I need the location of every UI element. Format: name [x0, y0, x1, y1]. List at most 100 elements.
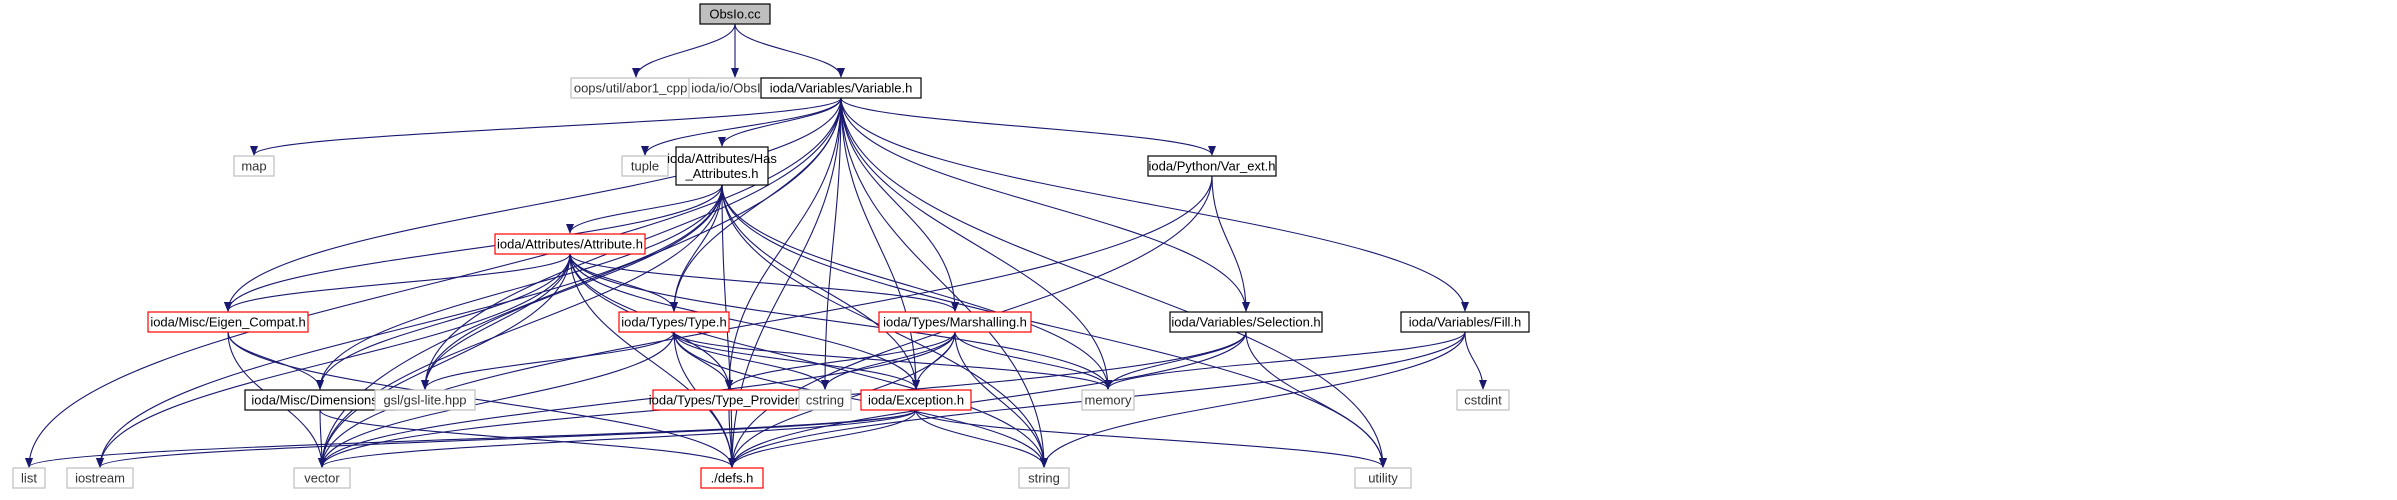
edge-attribute_h-to-type_h	[569, 253, 678, 312]
node-label: ioda/Misc/Dimensions.h	[251, 393, 388, 408]
node-label: ioda/Attributes/Has	[667, 151, 777, 166]
edge-fill-to-string	[1040, 331, 1466, 468]
edge-eigen-to-defs	[227, 331, 736, 468]
node-label: ioda/Attributes/Attribute.h	[497, 237, 643, 252]
node-eigen[interactable]: ioda/Misc/Eigen_Compat.h	[147, 311, 309, 333]
node-box	[147, 311, 309, 333]
node-label: ./defs.h	[711, 471, 754, 486]
node-type-h[interactable]: ioda/Types/Type.h	[618, 311, 730, 333]
edge-marshalling-to-memory	[954, 331, 1112, 390]
node-box	[621, 155, 669, 177]
node-selection[interactable]: ioda/Variables/Selection.h	[1169, 311, 1323, 333]
node-variable-h[interactable]: ioda/Variables/Variable.h	[760, 77, 922, 99]
node-label: oops/util/abor1_cpp.h	[574, 81, 698, 96]
edge-var_ext-to-vector	[318, 175, 1213, 468]
node-fill[interactable]: ioda/Variables/Fill.h	[1400, 311, 1530, 333]
edge-variable_h-to-fill	[840, 97, 1469, 312]
node-gsl: gsl/gsl-lite.hpp	[374, 389, 476, 411]
edge-fill-to-memory	[1104, 331, 1466, 390]
node-box	[1169, 311, 1323, 333]
node-label: ioda/Types/Marshalling.h	[883, 315, 1027, 330]
node-dimensions[interactable]: ioda/Misc/Dimensions.h	[244, 389, 396, 411]
node-box	[700, 467, 764, 489]
node-has-attr[interactable]: ioda/Attributes/Has_Attributes.h	[667, 146, 777, 186]
edge-has_attr-to-gsl	[421, 184, 723, 390]
edge-has_attr-to-memory	[721, 184, 1112, 390]
edge-variable_h-to-type_h	[670, 97, 842, 312]
node-box	[1147, 155, 1277, 177]
node-label: ioda/Python/Var_ext.h	[1149, 159, 1276, 174]
node-obsio-h: ioda/io/ObsIo.h	[688, 77, 782, 99]
edge-exception-to-defs	[728, 409, 917, 468]
node-box	[1018, 467, 1070, 489]
edge-type_h-to-exception	[673, 331, 920, 390]
edge-has_attr-to-eigen	[224, 184, 723, 312]
edge-attribute_h-to-iostream	[96, 253, 571, 468]
node-label: iostream	[75, 471, 125, 486]
edge-marshalling-to-vector	[318, 331, 956, 468]
edge-variable_h-to-list	[25, 97, 842, 468]
node-var-ext[interactable]: ioda/Python/Var_ext.h	[1147, 155, 1277, 177]
edge-has_attr-to-iostream	[96, 184, 723, 468]
node-label: vector	[304, 471, 340, 486]
node-label: ioda/Variables/Selection.h	[1171, 315, 1320, 330]
node-label: _Attributes.h	[685, 166, 759, 181]
node-cstring: cstring	[798, 389, 852, 411]
edge-type_h-to-cstring	[673, 331, 829, 390]
edge-marshalling-to-string	[954, 331, 1048, 468]
node-label: ioda/Exception.h	[868, 393, 964, 408]
edge-exception-to-utility	[915, 409, 1387, 468]
edge-variable_h-to-string	[840, 97, 1048, 468]
node-type-provider[interactable]: ioda/Types/Type_Provider.h	[649, 389, 809, 411]
node-box	[760, 77, 922, 99]
edge-variable_h-to-eigen	[224, 97, 842, 312]
node-label: cstring	[806, 393, 844, 408]
node-memory: memory	[1081, 389, 1135, 411]
edge-obsio_cc-to-variable_h	[734, 23, 845, 78]
edge-type_h-to-string	[673, 331, 1048, 468]
edge-dimensions-to-defs	[319, 409, 736, 468]
node-label: ioda/Types/Type.h	[621, 315, 727, 330]
edge-selection-to-memory	[1104, 331, 1247, 390]
node-marshalling[interactable]: ioda/Types/Marshalling.h	[878, 311, 1032, 333]
node-label: memory	[1085, 393, 1132, 408]
node-attribute-h[interactable]: ioda/Attributes/Attribute.h	[494, 233, 646, 255]
node-list: list	[12, 467, 46, 489]
node-box	[675, 146, 769, 186]
edge-exception-to-list	[25, 409, 917, 468]
edge-eigen-to-dimensions	[227, 331, 324, 390]
node-box	[798, 389, 852, 411]
edge-variable_h-to-var_ext	[840, 97, 1216, 156]
edge-attribute_h-to-vector	[318, 253, 571, 468]
node-label: ioda/Types/Type_Provider.h	[649, 393, 809, 408]
edge-attribute_h-to-marshalling	[569, 253, 959, 312]
edge-selection-to-defs	[728, 331, 1247, 468]
node-box	[699, 3, 771, 25]
node-box	[860, 389, 972, 411]
edge-variable_h-to-marshalling	[840, 97, 959, 312]
edge-type_h-to-vector	[318, 331, 675, 468]
node-iostream: iostream	[66, 467, 134, 489]
edge-exception-to-string	[915, 409, 1048, 468]
edge-attribute_h-to-eigen	[224, 253, 571, 312]
node-box	[1354, 467, 1412, 489]
node-box	[374, 389, 476, 411]
edge-selection-to-utility	[1245, 331, 1387, 468]
node-box	[1400, 311, 1530, 333]
node-exception[interactable]: ioda/Exception.h	[860, 389, 972, 411]
node-defs[interactable]: ./defs.h	[700, 467, 764, 489]
edge-marshalling-to-type_provider	[725, 331, 956, 390]
edge-variable_h-to-map	[250, 97, 842, 156]
edge-has_attr-to-type_h	[670, 184, 723, 312]
node-box	[66, 467, 134, 489]
node-obsio-cc[interactable]: ObsIo.cc	[699, 3, 771, 25]
edge-exception-to-iostream	[96, 409, 917, 468]
node-label: ioda/io/ObsIo.h	[691, 81, 778, 96]
nodes-layer: ObsIo.cc oops/util/abor1_cpp.hioda/io/Obs…	[12, 3, 1530, 489]
edge-type_h-to-type_provider	[673, 331, 733, 390]
node-utility: utility	[1354, 467, 1412, 489]
node-box	[618, 311, 730, 333]
node-box	[1456, 389, 1510, 411]
node-tuple: tuple	[621, 155, 669, 177]
